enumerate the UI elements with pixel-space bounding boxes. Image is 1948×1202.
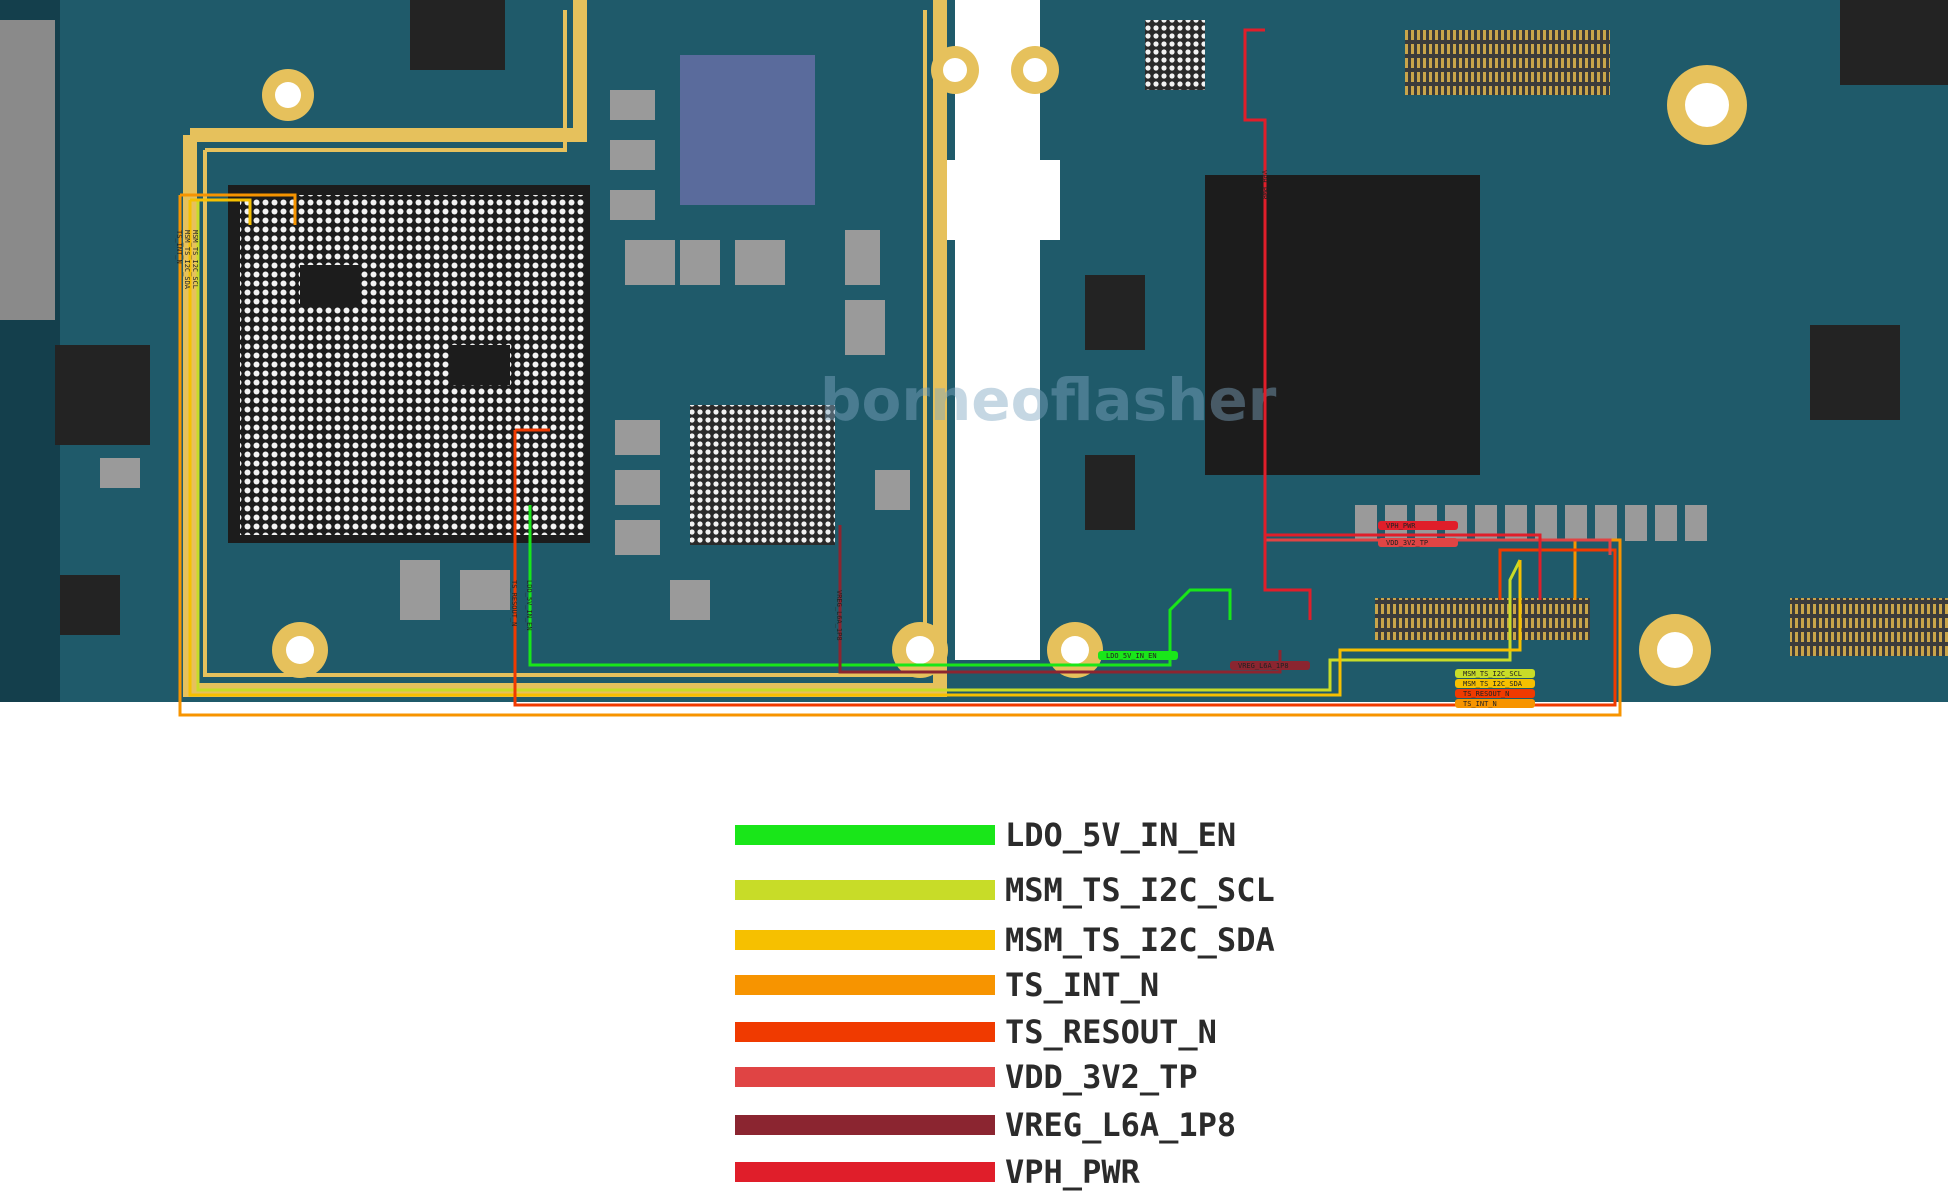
board-net-tag-text: VDD_3V2_TP — [1386, 539, 1428, 547]
board-connector-right — [1790, 598, 1948, 656]
board-net-tag: MSM_TS_I2C_SDA — [1455, 679, 1535, 688]
bga-ic-small — [690, 405, 835, 545]
legend-swatch — [735, 825, 995, 845]
legend-label: TS_RESOUT_N — [1005, 1013, 1217, 1051]
shielded-ic-1 — [680, 55, 815, 205]
legend-swatch — [735, 1022, 995, 1042]
legend-label: VDD_3V2_TP — [1005, 1058, 1198, 1096]
vertical-net-tag: VREG_L6A_1P8 — [835, 590, 843, 641]
gold-shield-inner — [203, 10, 927, 677]
watermark-text: borneoflasher — [820, 366, 1277, 434]
legend-swatch — [735, 930, 995, 950]
legend-label: VPH_PWR — [1005, 1153, 1140, 1191]
board-center-slot — [955, 0, 1040, 660]
board-net-tag-text: MSM_TS_I2C_SCL — [1463, 670, 1522, 678]
dark-ics — [55, 0, 1948, 635]
legend-label: VREG_L6A_1P8 — [1005, 1106, 1237, 1144]
mounting-holes — [262, 46, 1747, 686]
left-module — [0, 20, 55, 320]
legend-label: TS_INT_N — [1005, 966, 1160, 1004]
soc-bga-chip — [228, 185, 590, 543]
legend-swatch — [735, 975, 995, 995]
vertical-net-tag: TS_INT_N — [175, 230, 183, 264]
board-net-tag: MSM_TS_I2C_SCL — [1455, 669, 1535, 678]
bga-ic-top — [1145, 20, 1205, 90]
legend-label: MSM_TS_I2C_SDA — [1005, 921, 1275, 959]
board-net-tag: VPH_PWR — [1378, 521, 1458, 530]
board-net-tag-text: TS_RESOUT_N — [1463, 690, 1509, 698]
legend-swatch — [735, 1067, 995, 1087]
vertical-net-tag: MSM_TS_I2C_SDA — [183, 230, 191, 290]
pcb-board-svg: borneoflasher VPH_PWR VDD_3V2_TP LDO_5V_IN… — [0, 0, 1948, 717]
trace-msm-ts-i2c-scl — [196, 200, 1522, 692]
board-slot-keyhole — [940, 120, 1060, 270]
vertical-net-tag: LDO_5V_IN_EN — [525, 580, 533, 631]
board-connector-top — [1405, 30, 1610, 95]
trace-vph-pwr — [1243, 28, 1542, 620]
board-net-tag: VREG_L6A_1P8 — [1230, 661, 1310, 670]
board-net-tag: VDD_3V2_TP — [1378, 538, 1458, 547]
board-connector-tp — [1375, 598, 1590, 640]
vertical-net-tag: TS_RESOUT_N — [510, 580, 518, 626]
board-net-tag-text: TS_INT_N — [1463, 700, 1497, 708]
trace-ldo-5v-in-en — [528, 505, 1232, 667]
legend-swatch — [735, 880, 995, 900]
trace-msm-ts-i2c-sda — [188, 198, 1522, 697]
right-main-ic — [1205, 175, 1480, 475]
trace-ts-resout-n — [513, 428, 1617, 707]
pcb-board-photo: borneoflasher VPH_PWR VDD_3V2_TP LDO_5V_IN… — [0, 0, 1948, 717]
board-net-tag-text: VPH_PWR — [1386, 522, 1416, 530]
vertical-net-tag: MSM_TS_I2C_SCL — [191, 230, 199, 289]
legend-label: MSM_TS_I2C_SCL — [1005, 871, 1275, 909]
legend-swatch — [735, 1115, 995, 1135]
board-net-tag-text: LDO_5V_IN_EN — [1106, 652, 1157, 660]
vertical-net-tag: VPH_PWR — [1260, 170, 1268, 200]
legend-label: LDO_5V_IN_EN — [1005, 816, 1237, 854]
board-net-tag: TS_INT_N — [1455, 699, 1535, 708]
legend-swatch — [735, 1162, 995, 1182]
board-net-tag: LDO_5V_IN_EN — [1098, 651, 1178, 660]
board-net-tag: TS_RESOUT_N — [1455, 689, 1535, 698]
board-net-tag-text: MSM_TS_I2C_SDA — [1463, 680, 1523, 688]
board-net-tag-text: VREG_L6A_1P8 — [1238, 662, 1289, 670]
